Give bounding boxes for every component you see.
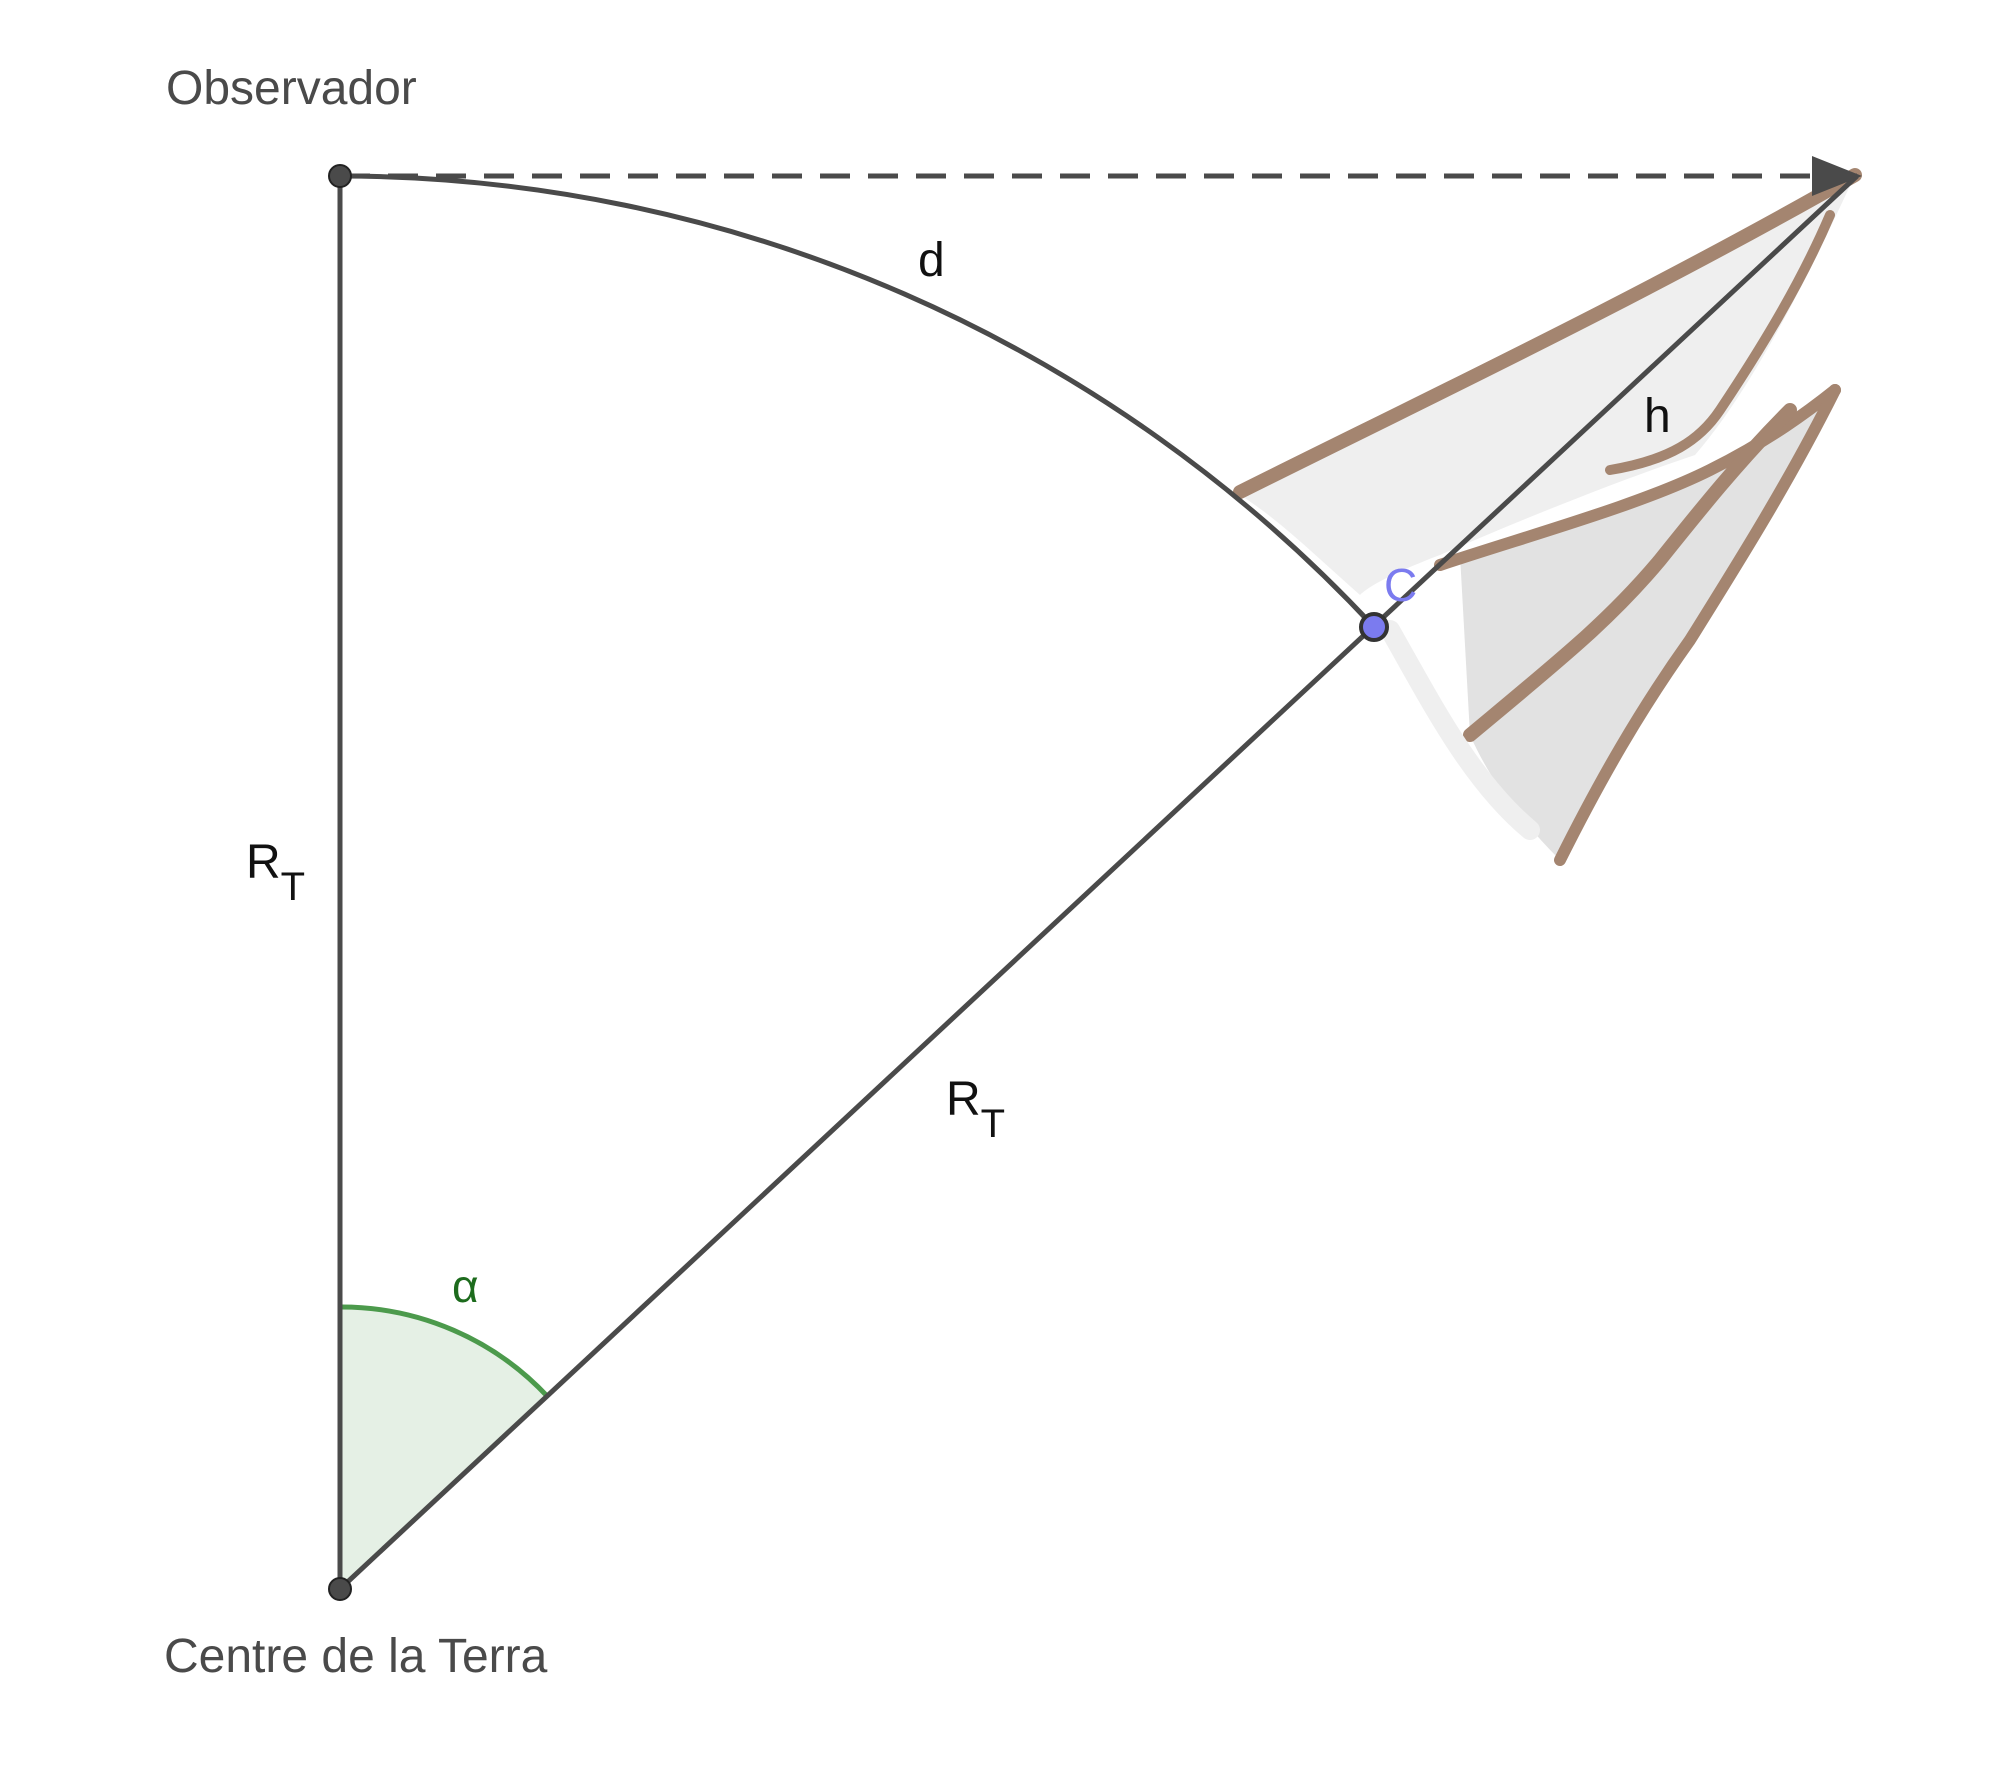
- mountain-right-outline-side: [1554, 384, 1841, 866]
- angle-alpha-label: α: [452, 1260, 479, 1312]
- arc-d-label: d: [918, 234, 945, 287]
- radius-diagonal-label: RT: [946, 1073, 1005, 1146]
- angle-alpha-sector: [340, 1306, 548, 1589]
- observer-point: [328, 164, 352, 188]
- earth-center-point: [328, 1577, 352, 1601]
- mountain-right-fill: [1460, 390, 1835, 860]
- mountain-upper-fill: [1240, 175, 1855, 595]
- point-c: [1359, 612, 1389, 642]
- observer-label: Observador: [166, 62, 417, 115]
- radius-vertical-label: RT: [246, 836, 305, 909]
- angle-alpha-arc: [339, 1304, 550, 1399]
- earth-center-label: Centre de la Terra: [164, 1630, 548, 1683]
- mountain-lower-shadow: [1380, 620, 1540, 840]
- height-h-label: h: [1644, 390, 1671, 443]
- point-c-label: C: [1384, 559, 1417, 611]
- radius-diagonal-line: [338, 174, 1859, 1591]
- mountain-peaks: [1233, 168, 1862, 866]
- arc-d: [339, 173, 1376, 629]
- mountain-upper-ridge: [1605, 210, 1835, 475]
- mountain-upper-outline: [1233, 168, 1862, 499]
- mountain-right-outline-top: [1434, 384, 1841, 571]
- mountain-lower-ridge: [1463, 403, 1797, 742]
